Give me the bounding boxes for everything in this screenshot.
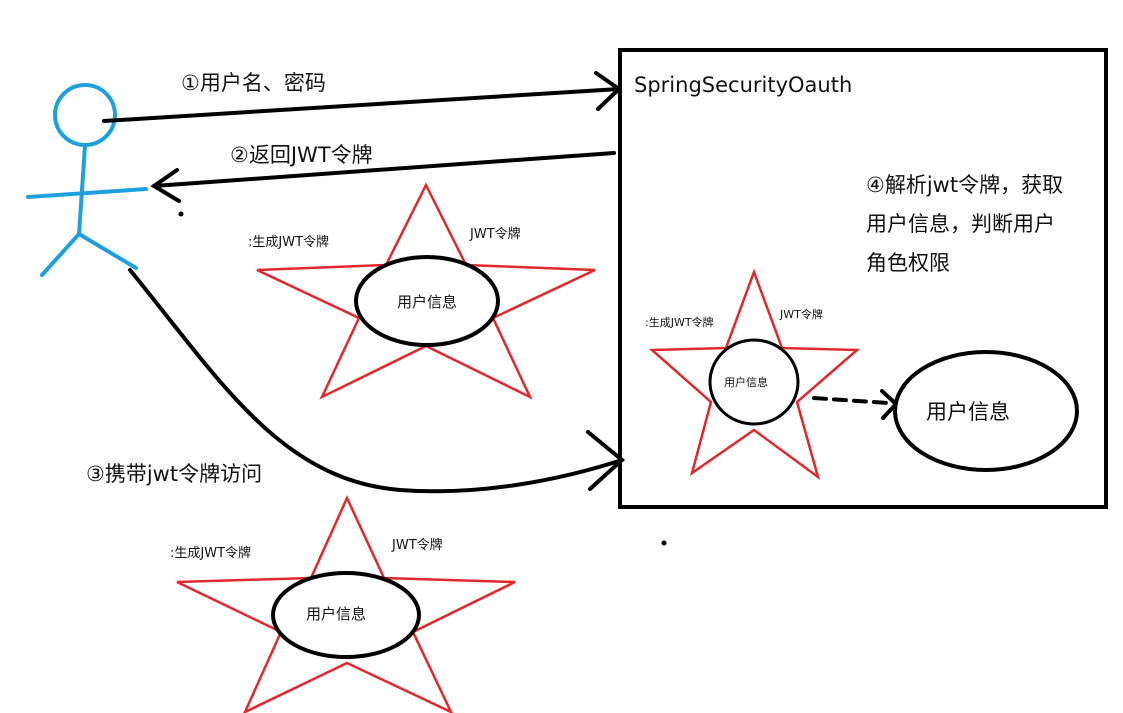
user-left-leg (40, 232, 81, 277)
step4-label-line2: 用户信息，判断用户 (866, 212, 1055, 236)
server-title: SpringSecurityOauth (634, 73, 852, 97)
step4-label-line3: 角色权限 (866, 251, 950, 275)
jwt-token-star: 用户信息 :生成JWT令牌 JWT令牌 (645, 268, 861, 481)
user-info-ellipse (271, 571, 421, 659)
step2-arrow (150, 151, 616, 203)
user-info-label: 用户信息 (724, 375, 768, 389)
stray-dot (178, 211, 184, 217)
step3-label: ③携带jwt令牌访问 (86, 462, 262, 486)
step4-label-line1: ④解析jwt令牌，获取 (866, 173, 1063, 197)
generated-jwt-label: :生成JWT令牌 (645, 315, 714, 329)
step1-label: ①用户名、密码 (181, 71, 326, 95)
user-body (77, 144, 87, 236)
stray-dot (661, 540, 667, 546)
user-info-label: 用户信息 (397, 293, 457, 311)
parse-dashed-arrow (812, 389, 899, 420)
user-info-ellipse (354, 255, 500, 347)
user-info-ellipse (708, 338, 800, 426)
user-stick-figure (26, 83, 148, 277)
user-head (53, 83, 117, 147)
jwt-token-star: 用户信息 :生成JWT令牌 JWT令牌 (248, 182, 596, 400)
user-right-leg (77, 232, 138, 270)
star-outline (648, 268, 861, 481)
jwt-token-star: 用户信息 :生成JWT令牌 JWT令牌 (170, 494, 516, 713)
generated-jwt-label: :生成JWT令牌 (248, 234, 329, 250)
parsed-user-info-ellipse (893, 350, 1079, 472)
step1-arrow (102, 71, 623, 123)
step2-label: ②返回JWT令牌 (230, 143, 373, 167)
jwt-token-label: JWT令牌 (391, 537, 443, 553)
server-box (618, 48, 1108, 509)
jwt-token-label: JWT令牌 (779, 307, 823, 321)
step3-arrow (128, 268, 626, 494)
parsed-user-info-label: 用户信息 (926, 400, 1010, 424)
user-info-label: 用户信息 (306, 605, 366, 623)
star-outline (176, 494, 516, 713)
jwt-token-label: JWT令牌 (469, 226, 521, 242)
generated-jwt-label: :生成JWT令牌 (170, 545, 251, 561)
user-arms (26, 187, 148, 199)
